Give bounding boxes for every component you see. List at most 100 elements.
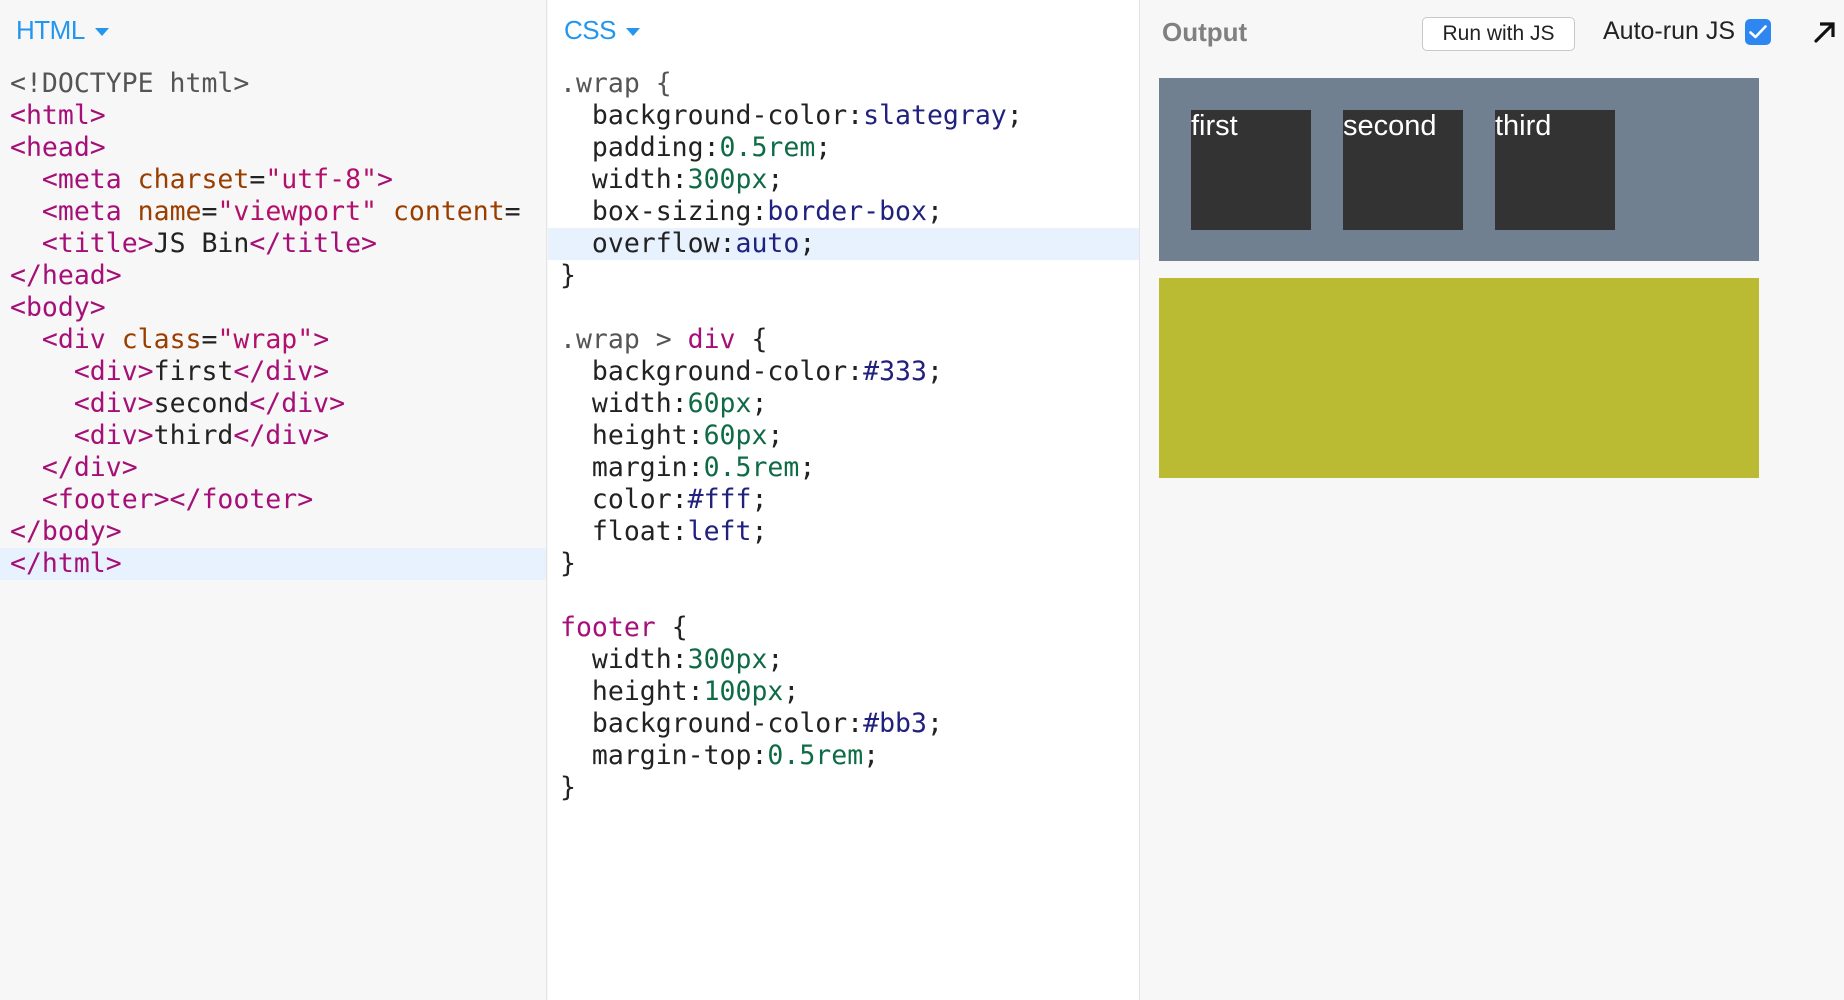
code-token: { <box>735 324 768 355</box>
code-token: name <box>137 196 202 227</box>
code-line[interactable]: </div> <box>0 452 546 484</box>
code-token: <div> <box>73 420 154 451</box>
code-token <box>10 196 42 227</box>
code-line[interactable]: <footer></footer> <box>0 484 546 516</box>
code-token: second <box>153 388 250 419</box>
css-code-editor[interactable]: .wrap { background-color:slategray; padd… <box>548 68 1139 804</box>
code-token: </div> <box>233 356 330 387</box>
code-line[interactable]: height:100px; <box>548 676 1139 708</box>
code-token: <div> <box>73 388 154 419</box>
code-token: </head> <box>10 260 122 291</box>
css-editor-panel: CSS .wrap { background-color:slategray; … <box>548 0 1140 1000</box>
code-line[interactable]: <div>first</div> <box>0 356 546 388</box>
css-panel-menu[interactable]: CSS <box>564 15 640 46</box>
code-token: </title> <box>249 228 377 259</box>
code-token: ; <box>1006 100 1023 131</box>
code-token: third <box>153 420 234 451</box>
code-token: </div> <box>41 452 138 483</box>
code-line[interactable]: box-sizing:border-box; <box>548 196 1139 228</box>
autorun-toggle[interactable]: Auto-run JS <box>1603 17 1772 46</box>
code-line[interactable]: </html> <box>0 548 546 580</box>
code-line[interactable]: margin-top:0.5rem; <box>548 740 1139 772</box>
code-line[interactable]: color:#fff; <box>548 484 1139 516</box>
code-line[interactable]: .wrap > div { <box>548 324 1139 356</box>
code-token: slategray <box>863 100 1007 131</box>
code-token: height: <box>560 676 704 707</box>
code-line[interactable]: width:300px; <box>548 644 1139 676</box>
code-line[interactable]: </body> <box>0 516 546 548</box>
code-line[interactable]: <body> <box>0 292 546 324</box>
preview-box-second: second <box>1343 110 1463 230</box>
code-token: ; <box>751 516 768 547</box>
caret-down-icon <box>625 28 640 36</box>
preview-footer <box>1159 278 1759 478</box>
code-token: .wrap { <box>560 68 672 99</box>
code-token: ; <box>751 388 768 419</box>
code-line[interactable]: margin:0.5rem; <box>548 452 1139 484</box>
code-token <box>10 388 74 419</box>
code-token: left <box>687 516 752 547</box>
code-line[interactable] <box>548 580 1139 612</box>
open-in-new-window-icon[interactable] <box>1811 18 1839 46</box>
code-line[interactable]: <meta charset="utf-8"> <box>0 164 546 196</box>
code-token: background-color: <box>560 356 864 387</box>
code-line[interactable]: <head> <box>0 132 546 164</box>
code-line[interactable]: background-color:#bb3; <box>548 708 1139 740</box>
code-line[interactable]: .wrap { <box>548 68 1139 100</box>
code-token <box>10 452 42 483</box>
code-token: ; <box>815 132 832 163</box>
code-line[interactable]: } <box>548 772 1139 804</box>
code-token: { <box>655 612 688 643</box>
code-token: <meta <box>41 196 138 227</box>
code-token: } <box>560 548 576 579</box>
code-token <box>10 324 42 355</box>
output-title: Output <box>1162 17 1248 47</box>
autorun-checkbox[interactable] <box>1745 18 1772 45</box>
code-line[interactable]: <!DOCTYPE html> <box>0 68 546 100</box>
code-token: > <box>377 164 393 195</box>
code-line[interactable]: float:left; <box>548 516 1139 548</box>
code-token: = <box>249 164 266 195</box>
html-panel-menu[interactable]: HTML <box>16 15 109 46</box>
code-token <box>377 196 393 227</box>
code-line[interactable]: width:60px; <box>548 388 1139 420</box>
code-line[interactable]: } <box>548 260 1139 292</box>
code-line[interactable]: background-color:slategray; <box>548 100 1139 132</box>
code-line[interactable]: width:300px; <box>548 164 1139 196</box>
code-token: ; <box>751 484 768 515</box>
code-token: <body> <box>10 292 106 323</box>
code-token: background-color: <box>560 100 864 131</box>
code-line[interactable]: padding:0.5rem; <box>548 132 1139 164</box>
code-line[interactable]: height:60px; <box>548 420 1139 452</box>
code-line[interactable]: } <box>548 548 1139 580</box>
code-line[interactable]: <div>third</div> <box>0 420 546 452</box>
code-line[interactable]: <div>second</div> <box>0 388 546 420</box>
code-token: "viewport" <box>217 196 377 227</box>
code-token: <div> <box>73 356 154 387</box>
code-line[interactable]: <div class="wrap"> <box>0 324 546 356</box>
code-line[interactable]: </head> <box>0 260 546 292</box>
code-line[interactable] <box>548 292 1139 324</box>
run-with-js-button[interactable]: Run with JS <box>1422 17 1575 51</box>
html-code-editor[interactable]: <!DOCTYPE html><html><head> <meta charse… <box>0 68 546 580</box>
code-line[interactable]: background-color:#333; <box>548 356 1139 388</box>
code-token: color: <box>560 484 688 515</box>
code-token: ; <box>767 420 784 451</box>
code-token: 0.5rem <box>767 740 864 771</box>
code-line[interactable]: <title>JS Bin</title> <box>0 228 546 260</box>
code-token: "wrap" <box>217 324 314 355</box>
code-token: 0.5rem <box>719 132 816 163</box>
code-token: content <box>392 196 505 227</box>
code-token: 60px <box>687 388 752 419</box>
code-line[interactable]: footer { <box>548 612 1139 644</box>
code-token: <!DOCTYPE html> <box>10 68 250 99</box>
code-line[interactable]: overflow:auto; <box>548 228 1139 260</box>
code-token: #fff <box>687 484 752 515</box>
code-token: 60px <box>703 420 768 451</box>
code-line[interactable]: <meta name="viewport" content= <box>0 196 546 228</box>
code-line[interactable]: <html> <box>0 100 546 132</box>
code-token: ; <box>863 740 880 771</box>
code-token: 300px <box>687 644 768 675</box>
code-token: <head> <box>10 132 106 163</box>
caret-down-icon <box>94 28 109 36</box>
